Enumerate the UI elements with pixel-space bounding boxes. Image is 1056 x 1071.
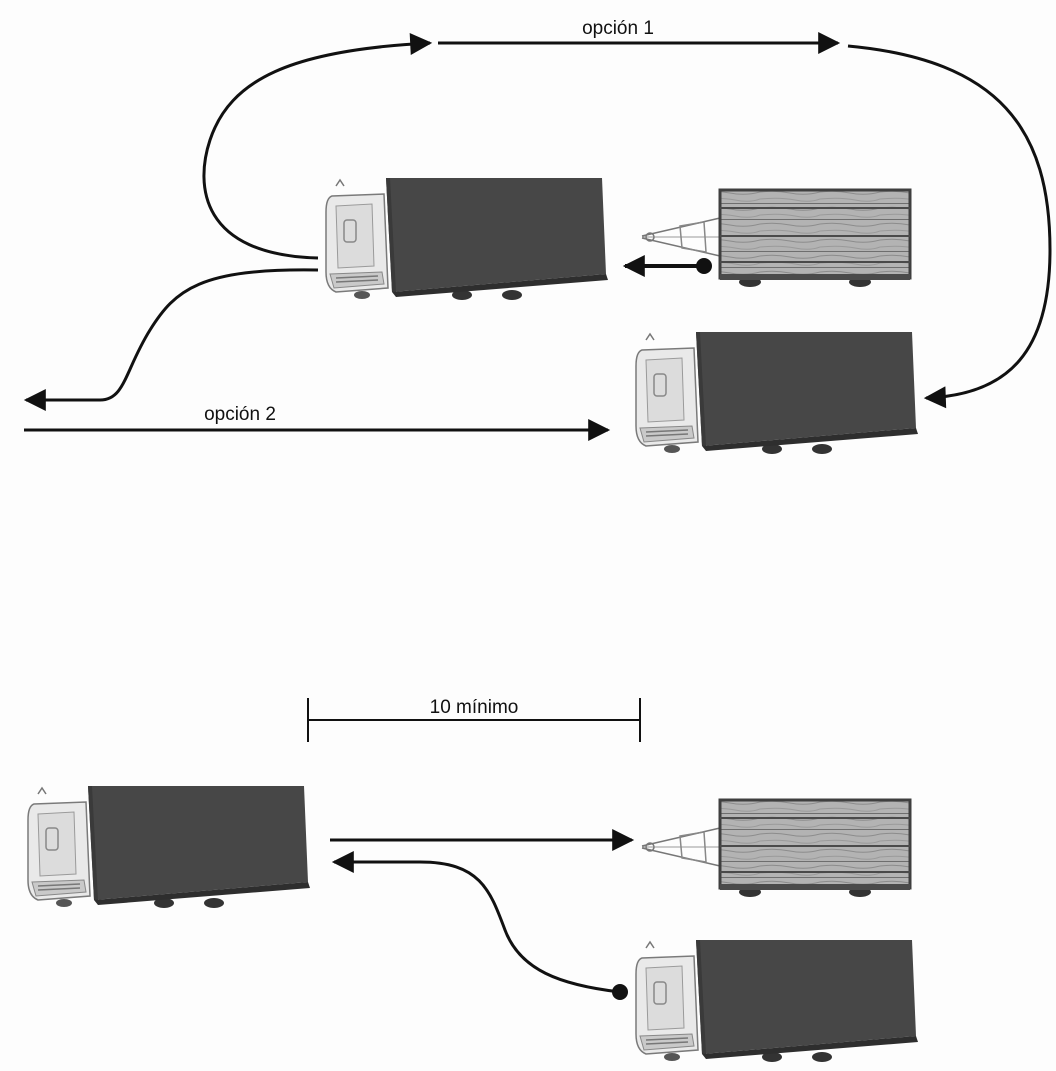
truck-top-left <box>325 177 609 301</box>
truck-top-right <box>635 331 919 455</box>
min-distance-dimension: 10 mínimo <box>307 697 641 742</box>
trailer-top <box>640 188 912 289</box>
option-1-label: opción 1 <box>582 18 654 39</box>
top-scene: opción 1 opción 2 <box>23 18 1052 455</box>
start-dot-bottom <box>612 984 628 1000</box>
route-option-2: opción 2 <box>23 268 611 441</box>
uncouple-arrow <box>622 255 712 277</box>
truck-bottom-left <box>27 785 311 909</box>
start-dot-top <box>696 258 712 274</box>
min-distance-label: 10 mínimo <box>430 697 519 718</box>
return-arrow-bottom <box>331 851 628 1000</box>
trailer-bottom <box>640 798 912 899</box>
truck-bottom-right <box>635 939 919 1063</box>
route-option-1: opción 1 <box>202 18 1052 409</box>
bottom-scene: 10 mínimo <box>27 697 919 1063</box>
option-2-label: opción 2 <box>204 404 276 425</box>
